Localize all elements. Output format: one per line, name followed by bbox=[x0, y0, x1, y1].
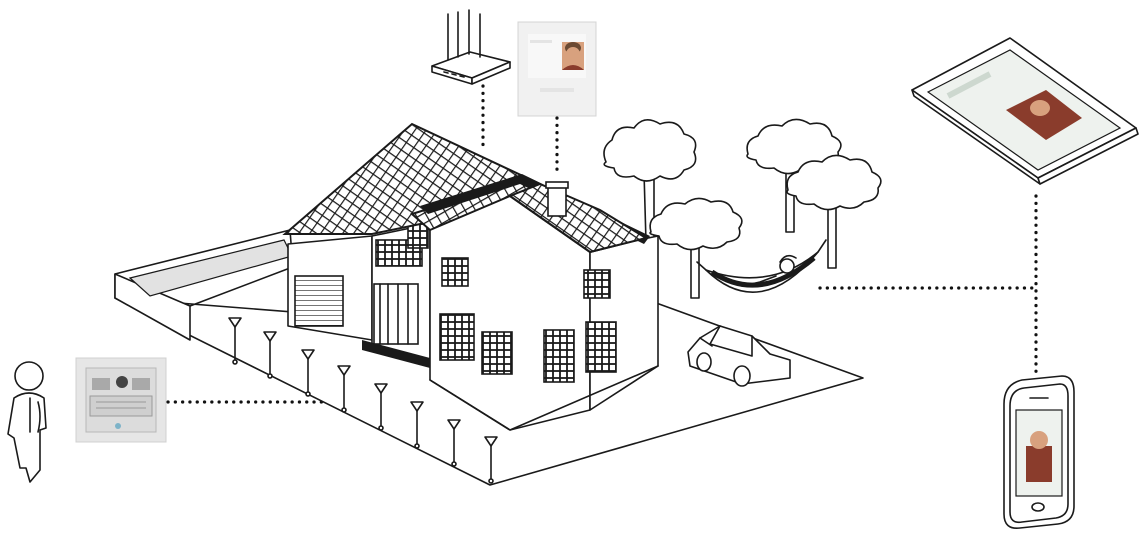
tablet-icon bbox=[912, 38, 1138, 184]
door-station-icon bbox=[76, 358, 166, 442]
garage-door bbox=[295, 276, 343, 326]
window bbox=[442, 258, 468, 286]
window bbox=[584, 270, 610, 298]
video-monitor-icon bbox=[518, 22, 596, 116]
window bbox=[544, 330, 574, 382]
visitor-person-icon bbox=[8, 362, 46, 482]
window bbox=[482, 332, 512, 374]
smartphone-icon bbox=[1004, 376, 1074, 528]
router-icon bbox=[432, 10, 510, 84]
chimney bbox=[548, 186, 566, 216]
window bbox=[440, 314, 474, 360]
tree bbox=[787, 155, 881, 268]
window bbox=[586, 322, 616, 372]
